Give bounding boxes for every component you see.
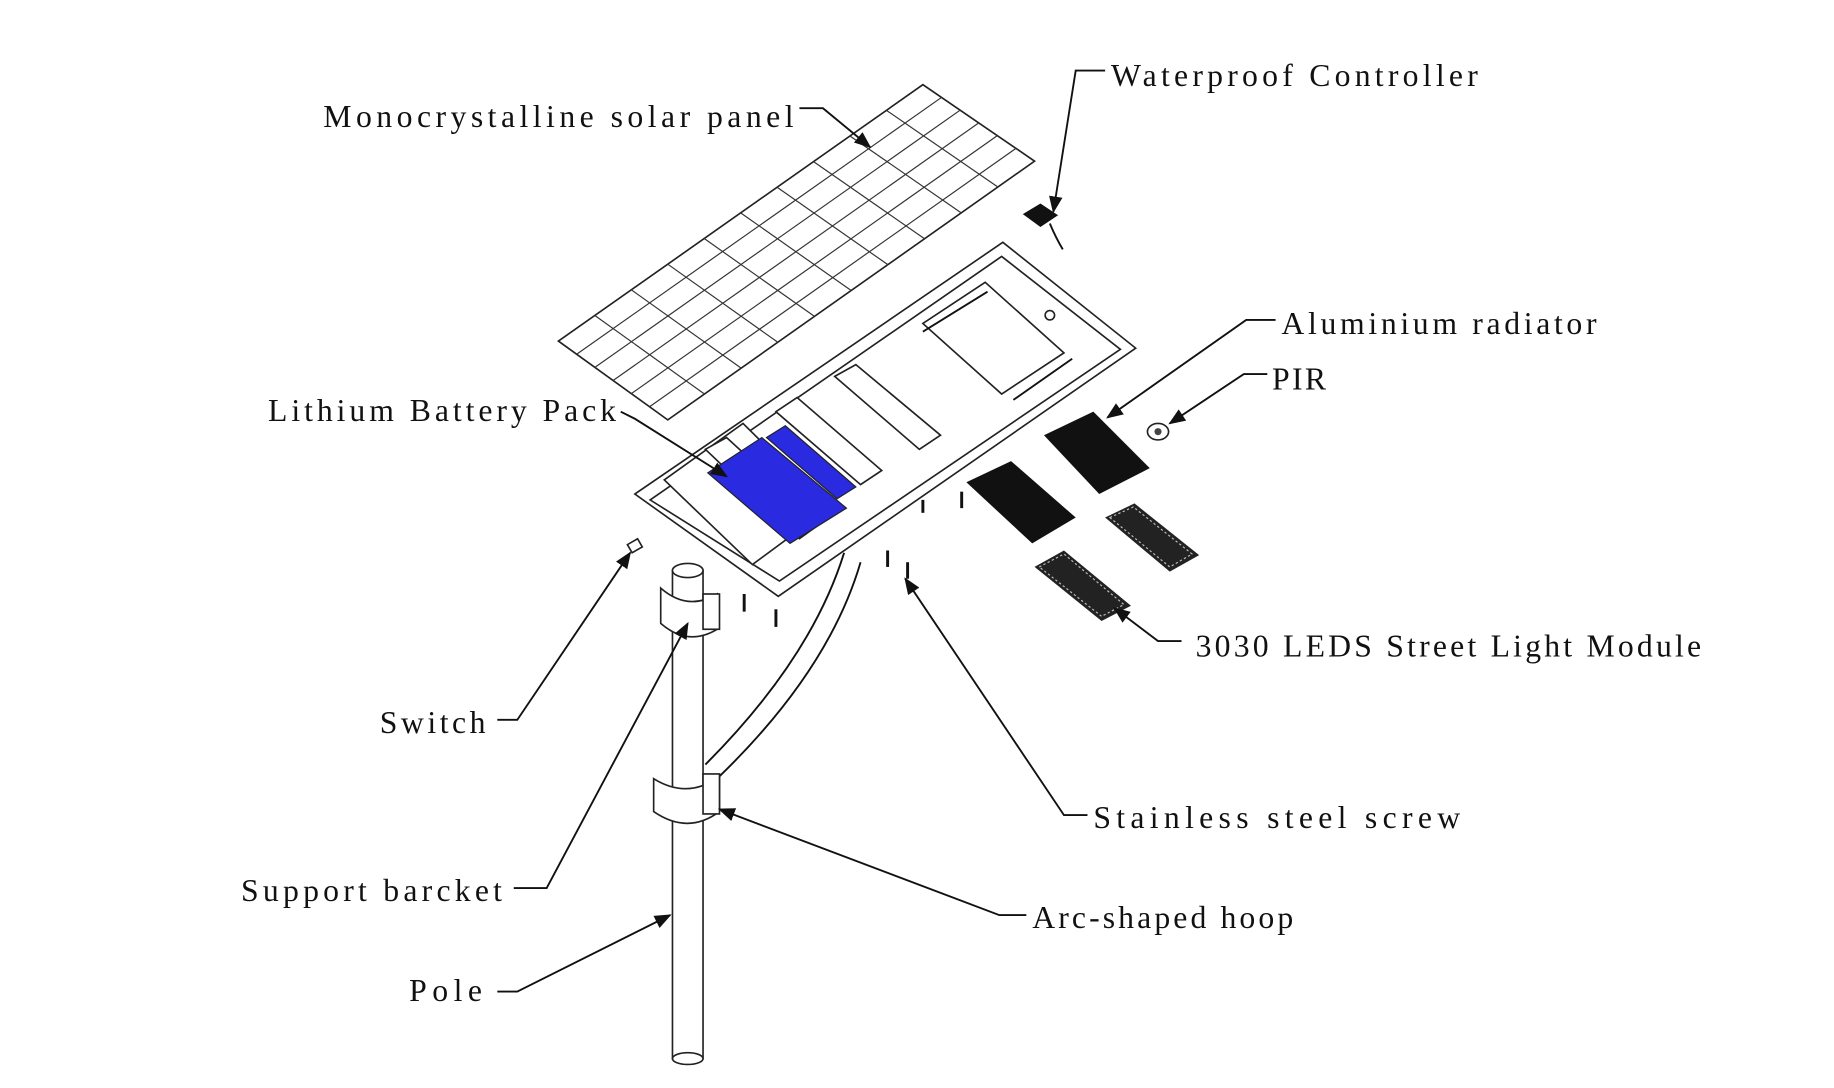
aluminium-radiators [966,411,1150,544]
label-hoop: Arc-shaped hoop [1032,900,1293,935]
panel-grid-line [667,263,779,343]
waterproof-controller [1022,203,1064,250]
panel-grid-line [849,135,962,214]
label-pole: Pole [409,973,482,1008]
arc-shaped-hoop [652,773,721,825]
panel-grid-line [813,161,925,240]
label-controller: Waterproof Controller [1111,58,1478,93]
panel-grid-line [630,289,742,369]
pir-sensor [1146,422,1170,441]
screws [742,491,964,627]
panel-grid-line [776,186,889,266]
label-bracket: Support barcket [241,873,502,908]
panel-grid-line [740,212,852,292]
panel-grid-line [594,314,705,395]
label-screw: Stainless steel screw [1093,800,1460,835]
panel-grid-line [703,238,815,317]
label-radiator: Aluminium radiator [1281,306,1596,341]
switch [626,537,644,554]
panel-grid-line [886,109,999,188]
label-pir: PIR [1272,361,1327,396]
label-led-module: 3030 LEDS Street Light Module [1196,628,1702,663]
leader-lines [497,69,1276,993]
label-solar-panel: Monocrystalline solar panel [323,99,793,134]
led-modules [1034,503,1200,622]
label-battery: Lithium Battery Pack [268,393,616,428]
lithium-battery-pack [706,425,857,545]
support-arm [704,552,862,777]
solar-panel [557,83,1037,421]
label-switch: Switch [380,705,486,740]
